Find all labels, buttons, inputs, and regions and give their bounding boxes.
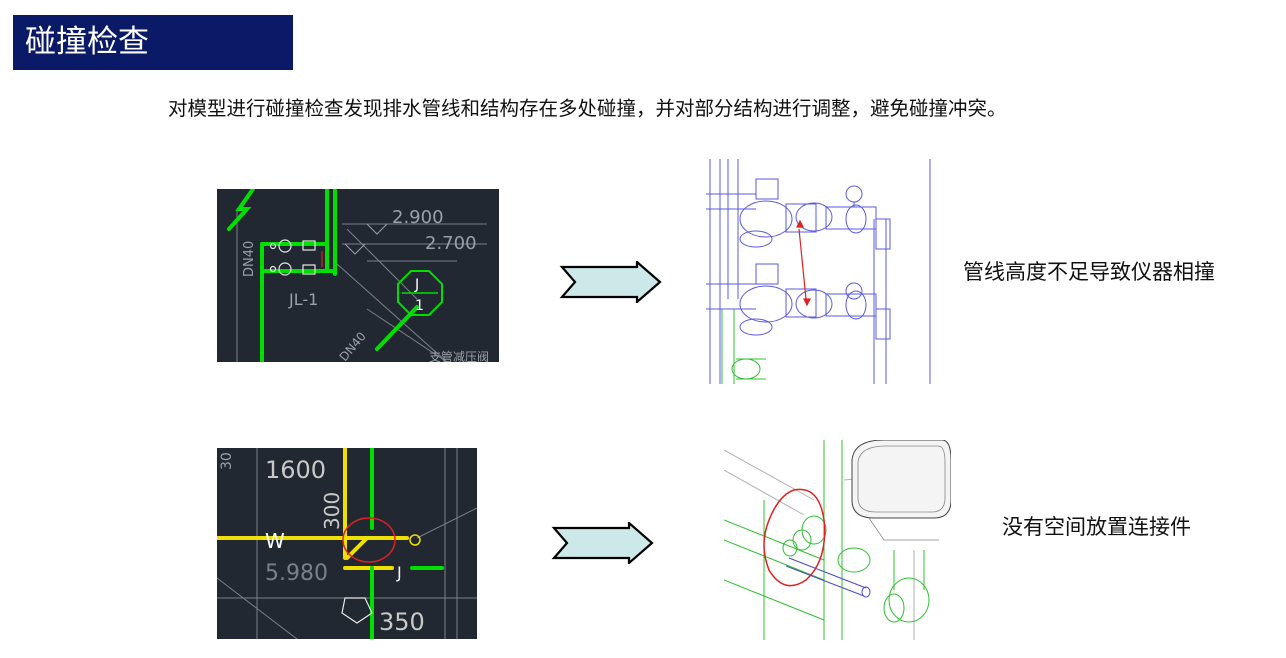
model-view-2-svg (724, 440, 951, 640)
cad-drawing-2-svg: 30 1600 W 300 5.980 J 350 (217, 448, 477, 639)
cad-label-elev: 5.980 (265, 561, 328, 586)
cad-label-elev-1: 2.900 (392, 207, 444, 228)
cad-label-edge: 30 (219, 452, 235, 470)
cad-drawing-1: 2.900 2.700 J 1 DN40 JL-1 (217, 189, 499, 362)
cad-label-valve-note: 支管减压阀 (429, 349, 489, 362)
cad-tag-bottom: 1 (415, 298, 424, 314)
model-view-1 (696, 159, 938, 384)
title-bar: 碰撞检查 (13, 15, 293, 70)
model-view-1-svg (706, 159, 931, 384)
cad-label-w: W (265, 529, 285, 553)
arrow-right-icon (551, 522, 654, 564)
cad-label-350: 350 (379, 608, 425, 636)
cad-label-j: J (396, 563, 402, 582)
model-view-2 (724, 440, 951, 640)
cad-tag-top: J (414, 277, 419, 293)
cad-label-elev-2: 2.700 (425, 233, 477, 254)
cad-drawing-1-svg: 2.900 2.700 J 1 DN40 JL-1 (227, 189, 489, 362)
cad-label-jl: JL-1 (288, 290, 318, 309)
cad-label-dn40-diag: DN40 (337, 329, 369, 362)
page-title: 碰撞检查 (25, 24, 149, 60)
caption-2: 没有空间放置连接件 (1002, 515, 1191, 539)
arrow-right-icon (559, 261, 662, 303)
cad-label-dn40-left: DN40 (242, 241, 257, 277)
cad-label-300: 300 (320, 492, 344, 530)
cad-label-1600: 1600 (265, 456, 326, 484)
cad-drawing-2: 30 1600 W 300 5.980 J 350 (217, 448, 477, 639)
description-text: 对模型进行碰撞检查发现排水管线和结构存在多处碰撞，并对部分结构进行调整，避免碰撞… (168, 97, 1007, 120)
caption-1: 管线高度不足导致仪器相撞 (963, 260, 1215, 284)
